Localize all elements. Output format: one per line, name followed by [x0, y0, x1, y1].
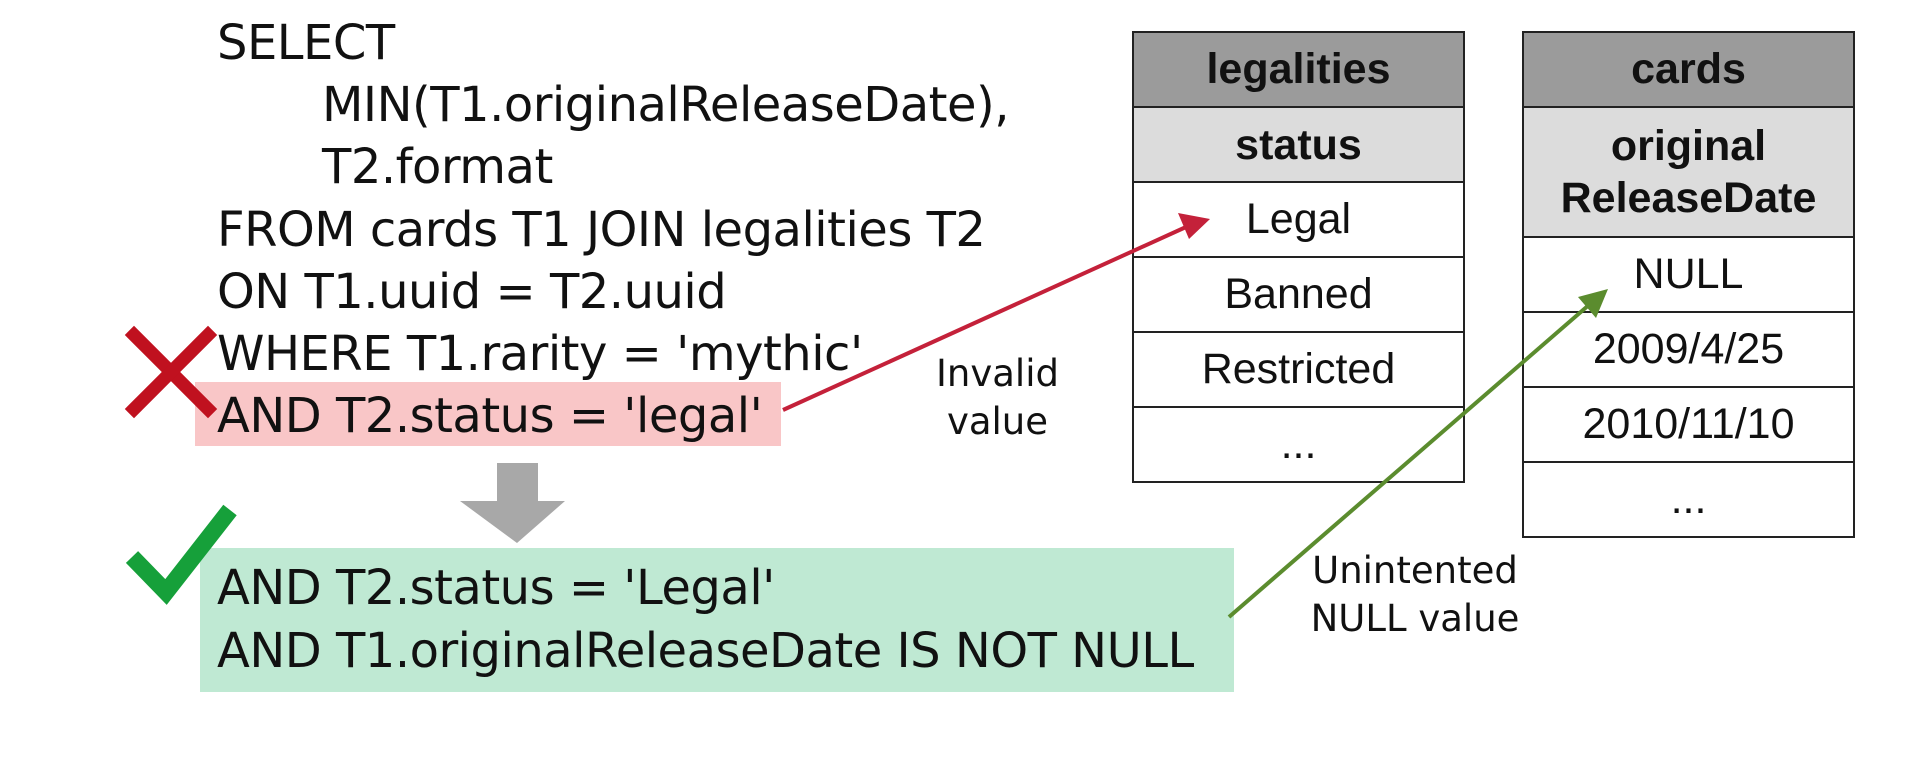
column-header-status: status	[1132, 106, 1465, 183]
invalid-value-label: Invalid value	[936, 352, 1059, 443]
cross-icon	[124, 325, 218, 419]
sql-line-from: FROM cards T1 JOIN legalities T2	[217, 202, 986, 258]
unintended-null-label: Unintented NULL value	[1310, 549, 1520, 640]
sql-line-on: ON T1.uuid = T2.uuid	[217, 264, 727, 320]
sql-line-select: SELECT	[217, 15, 395, 71]
error-line-highlight	[195, 382, 781, 446]
table-cell: ...	[1132, 406, 1465, 483]
table-name-legalities: legalities	[1132, 31, 1465, 108]
table-cell: 2010/11/10	[1522, 386, 1855, 463]
sql-line-error: AND T2.status = 'legal'	[217, 388, 763, 444]
down-arrow-icon	[460, 463, 565, 543]
table-cell: Banned	[1132, 256, 1465, 333]
table-cell: ...	[1522, 461, 1855, 538]
cards-table: cards original ReleaseDate NULL 2009/4/2…	[1522, 31, 1855, 538]
checkmark-icon	[125, 504, 237, 605]
table-cell: Restricted	[1132, 331, 1465, 408]
table-cell: NULL	[1522, 236, 1855, 313]
invalid-value-arrow	[782, 213, 1210, 412]
sql-fix-line-status: AND T2.status = 'Legal'	[217, 560, 775, 616]
sql-line-min: MIN(T1.originalReleaseDate),	[322, 77, 1010, 133]
sql-fix-line-notnull: AND T1.originalReleaseDate IS NOT NULL	[217, 623, 1194, 679]
fix-block-highlight	[200, 548, 1234, 692]
sql-line-format: T2.format	[322, 139, 553, 195]
unintended-null-arrow	[1227, 289, 1608, 619]
table-cell: 2009/4/25	[1522, 311, 1855, 388]
column-header-original-release-date: original ReleaseDate	[1522, 106, 1855, 238]
legalities-table: legalities status Legal Banned Restricte…	[1132, 31, 1465, 483]
table-cell: Legal	[1132, 181, 1465, 258]
table-name-cards: cards	[1522, 31, 1855, 108]
sql-line-where: WHERE T1.rarity = 'mythic'	[217, 326, 863, 382]
